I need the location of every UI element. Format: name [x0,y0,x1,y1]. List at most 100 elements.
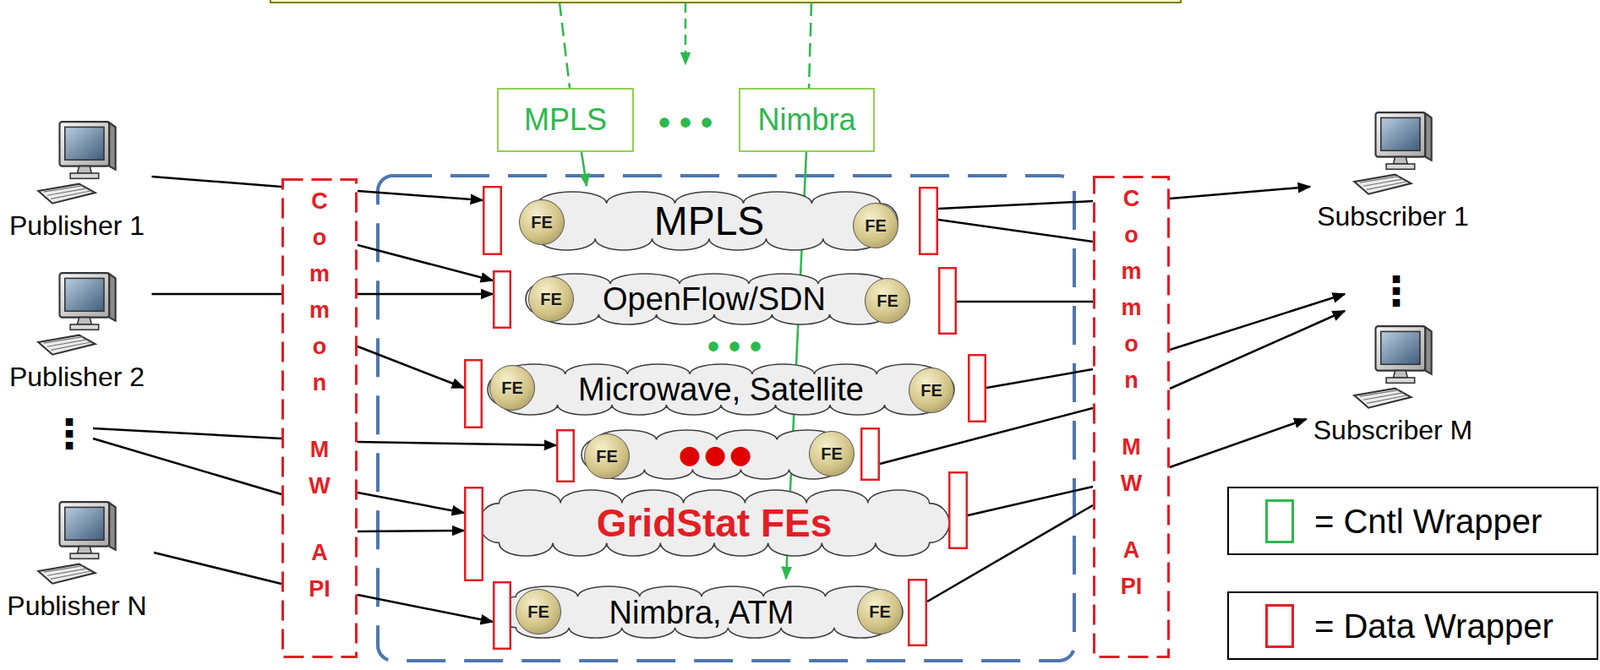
cloud-outline [500,586,903,639]
vertical-word: Common [1119,180,1143,399]
publisher-label: Publisher 1 [9,210,145,241]
network-region [377,175,1075,661]
forwarding-engine: FE [852,202,899,249]
middleware-api-box: Common MW API [1092,175,1170,659]
computer-icon [32,120,122,209]
forwarding-engine: FE [515,589,562,635]
network-cloud: Microwave, Satellite FE FE [464,354,987,429]
data-connector [967,486,1093,516]
subscriber-label: Subscriber M [1313,415,1474,446]
data-connector [357,492,465,514]
network-name: ●●● [678,442,756,468]
cloud-outline [525,273,903,325]
data-connector [879,408,1093,465]
legend-text: = Cntl Wrapper [1314,504,1542,539]
data-wrapper [968,354,986,422]
ellipsis-label: • • • [658,105,713,140]
vertical-word: MW [308,431,332,505]
legend-swatch [1265,499,1295,544]
data-wrapper [949,472,967,549]
forwarding-engine: FE [518,199,565,246]
forwarding-engine: FE [908,367,955,414]
legend-box: = Cntl Wrapper [1227,486,1599,556]
label-holder: • • • [707,329,762,364]
dashed-border [283,180,357,658]
data-connector [956,300,1093,304]
computer-icon [1348,110,1438,200]
dashed-border [1094,177,1169,658]
control-connector [581,152,587,186]
fe-label: FE [820,444,843,465]
data-wrapper [464,360,482,428]
fe-label: FE [530,212,553,233]
ellipsis-label: • • • [707,329,762,364]
vertical-api-label: Common MW API [1092,180,1170,606]
fe-label: FE [501,378,524,399]
network-cloud: Nimbra, ATM FE FE [492,578,928,650]
network-cloud: ●●●FEFE [556,427,880,483]
leader-line [92,428,282,439]
data-wrapper [493,271,511,328]
network-name: GridStat FEs [596,503,833,543]
cloud-text-holder: OpenFlow/SDN [525,273,903,325]
computer-icon [1348,324,1438,414]
subscriber-label: Subscriber 1 [1316,201,1469,232]
data-wrapper [483,186,502,255]
publisher-node: Publisher 1 [2,120,153,241]
publisher-label: Publisher N [6,590,147,622]
forwarding-engine: FE [808,431,855,477]
network-name: Microwave, Satellite [578,373,864,406]
network-name: Nimbra, ATM [609,596,795,629]
legend-box: = Data Wrapper [1227,591,1599,661]
legend-swatch [1265,604,1295,649]
control-bar [270,0,1181,3]
cloud-outline [479,490,950,557]
forwarding-engine: FE [489,365,536,411]
data-wrapper [939,267,956,334]
data-connector [152,176,283,187]
label-holder: ⋮ [1376,270,1417,312]
control-wrapper-label: Nimbra [757,103,856,137]
control-line [559,2,570,88]
data-connector [1169,419,1307,468]
data-connector [152,293,283,296]
data-connector [357,442,557,446]
data-connector [357,595,493,623]
cloud-text-holder: Microwave, Satellite [487,364,955,416]
data-connector [357,245,493,281]
network-cloud: GridStat FEs [464,471,968,582]
computer-icon [32,500,122,590]
control-wrapper: Nimbra [738,87,875,153]
vertical-word: Common [308,183,332,402]
ellipsis-label: ⋮ [1376,270,1417,312]
data-wrapper [919,187,938,255]
label-holder: • • • [658,105,713,140]
vertical-word: API [1119,532,1143,606]
fe-label: FE [527,602,550,623]
data-connector [357,530,465,532]
data-wrapper [464,487,483,581]
vertical-word: MW [1119,429,1143,503]
subscriber-node: Subscriber M [1306,324,1480,446]
control-wrapper: MPLS [496,87,634,153]
fe-label: FE [540,289,563,310]
fe-label: FE [868,602,891,623]
label-holder: ⋮ [49,413,90,454]
forwarding-engine: FE [528,276,574,323]
data-wrapper [493,582,511,650]
computer-icon-use [1354,326,1431,409]
data-wrapper [908,579,927,646]
computer-icon [32,271,122,361]
cloud-outline [487,364,955,416]
computer-icon-use [1354,112,1431,195]
publisher-node: Publisher N [0,500,154,622]
computer-icon-use [38,273,115,355]
network-name: OpenFlow/SDN [602,283,826,316]
legend-text: = Data Wrapper [1314,609,1554,644]
vertical-word: API [308,535,332,608]
ellipsis-label: ⋮ [49,413,90,454]
fe-label: FE [920,381,943,401]
leader-arrow [1169,311,1345,389]
data-connector [357,293,493,296]
fe-label: FE [864,216,887,236]
